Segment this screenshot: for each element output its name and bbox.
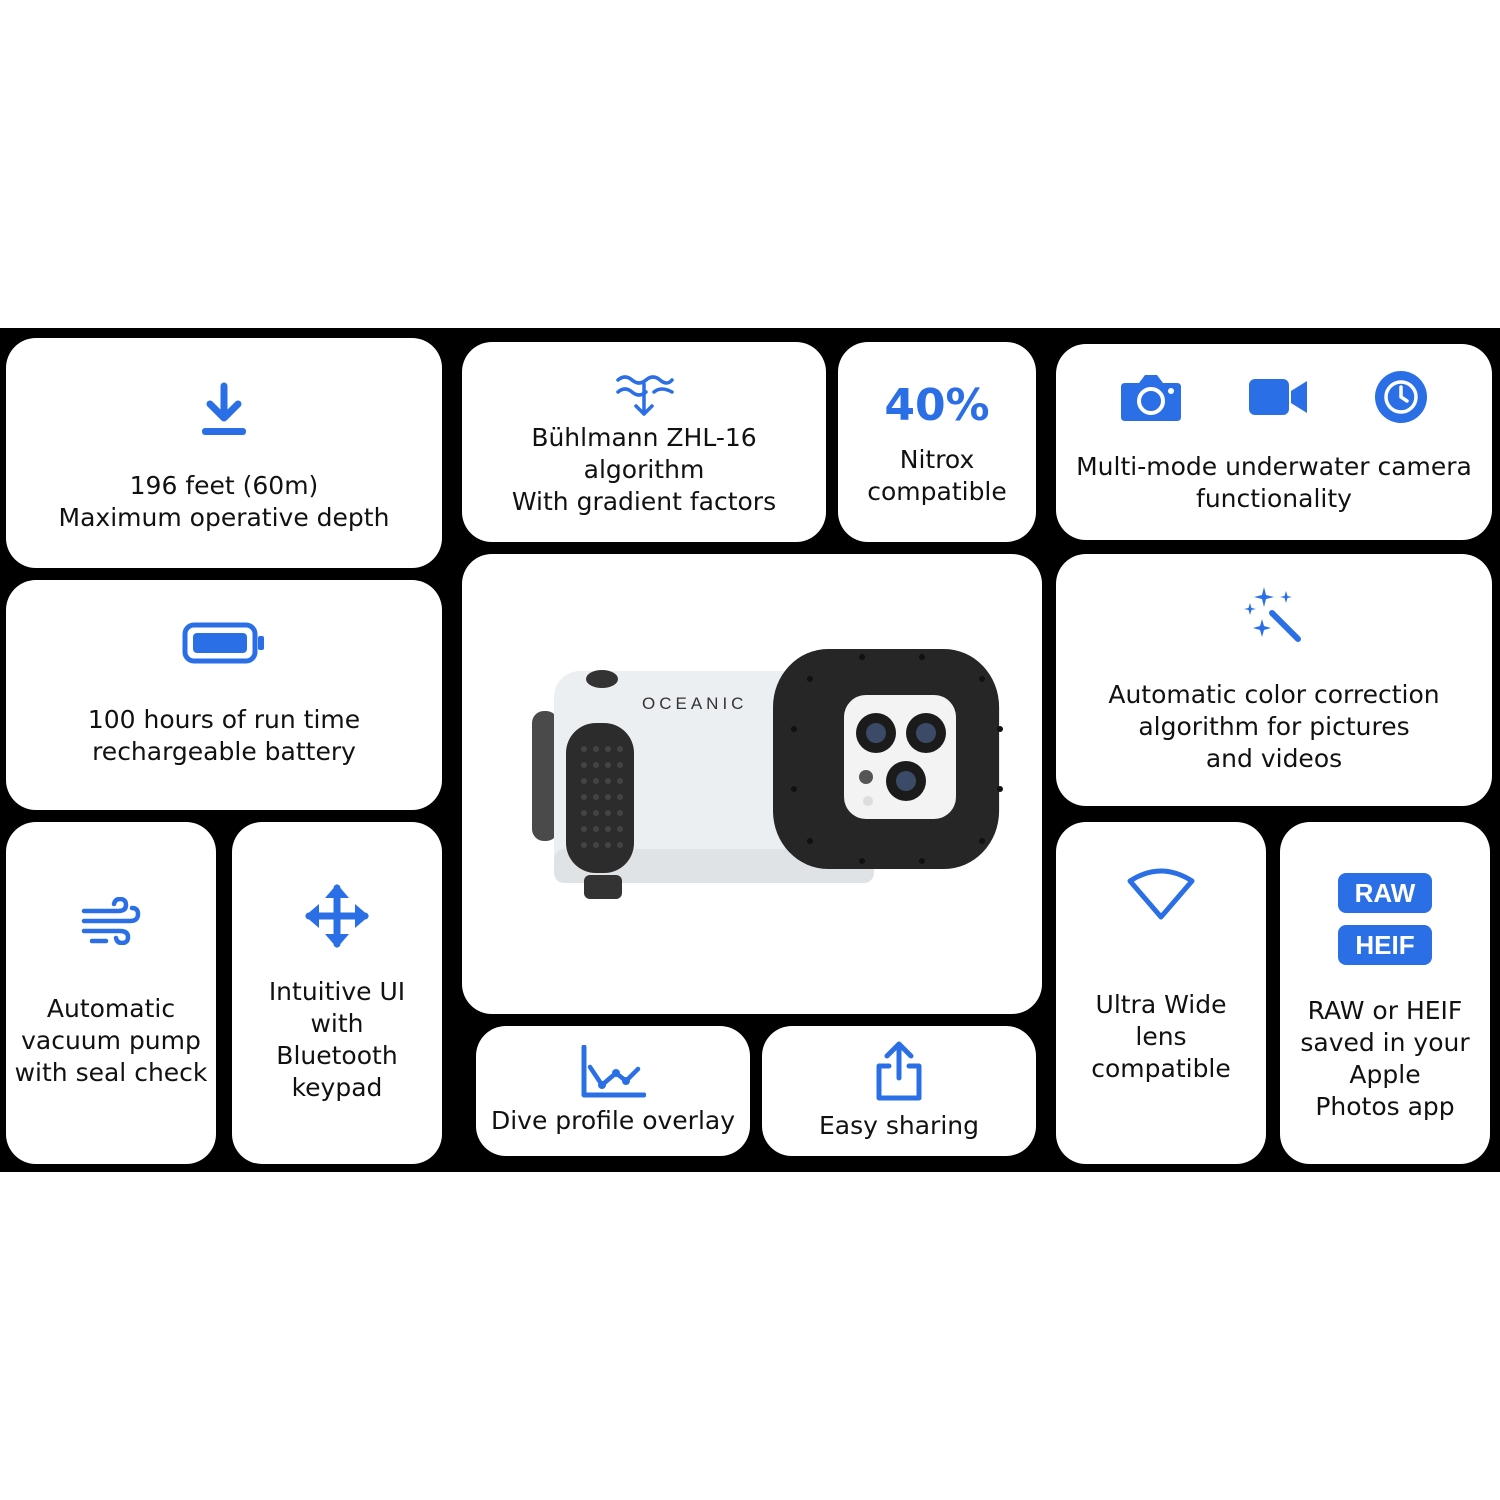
water-pressure-icon [616,375,674,416]
ultra-wide-line1: Ultra Wide [1095,990,1227,1019]
feature-board: 196 feet (60m) Maximum operative depth B… [0,328,1500,1172]
ultra-wide-lens-icon [1127,868,1195,920]
magic-wand-icon [1244,587,1301,642]
camera-mode-icons [1119,369,1429,425]
ui-line3: Bluetooth [276,1041,398,1070]
color-correction-line2: algorithm for pictures [1138,712,1410,741]
algorithm-text: Bühlmann ZHL-16 algorithm With gradient … [512,422,776,518]
algorithm-name: Bühlmann ZHL-16 [531,423,757,452]
color-correction-line3: and videos [1205,744,1343,773]
color-correction-text: Automatic color correction algorithm for… [1108,679,1439,775]
nitrox-text: Nitrox compatible [867,444,1007,508]
ui-line1: Intuitive UI [268,977,406,1006]
color-correction-title: Automatic color correction [1108,680,1440,709]
card-battery: 100 hours of run time rechargeable batte… [6,580,442,810]
card-camera-modes: Multi-mode underwater camera functionali… [1056,344,1492,540]
card-color-correction: Automatic color correction algorithm for… [1056,554,1492,806]
battery-caption: rechargeable battery [92,737,356,766]
ui-line2: with [310,1009,364,1038]
depth-value: 196 feet (60m) [129,471,319,500]
move-arrows-icon [305,884,369,948]
nitrox-caption: compatible [867,477,1007,506]
battery-text: 100 hours of run time rechargeable batte… [88,704,360,768]
ultra-wide-line3: compatible [1091,1054,1231,1083]
ultra-wide-text: Ultra Wide lens compatible [1091,989,1231,1085]
algorithm-label: algorithm [583,455,705,484]
max-depth-text: 196 feet (60m) Maximum operative depth [59,470,390,534]
vacuum-line2: vacuum pump [21,1026,201,1055]
easy-sharing-label: Easy sharing [818,1111,979,1140]
wind-icon [81,897,141,945]
dive-profile-label: Dive profile overlay [490,1106,736,1135]
camera-modes-text: Multi-mode underwater camera functionali… [1076,451,1472,515]
nitrox-percentage: 40% [884,380,990,431]
card-dive-profile: Dive profile overlay [476,1026,750,1156]
share-icon [876,1041,922,1101]
formats-line4: Photos app [1315,1092,1455,1121]
card-vacuum-pump: Automatic vacuum pump with seal check [6,822,216,1164]
formats-line3: Apple [1349,1060,1421,1089]
photo-camera-icon [1121,375,1181,421]
card-raw-heif: RAW HEIF RAW or HEIF saved in your Apple… [1280,822,1490,1164]
raw-badge: RAW [1338,873,1432,913]
dive-profile-chart-icon [581,1045,646,1098]
battery-icon [182,622,264,664]
timer-icon [1375,371,1427,423]
battery-runtime: 100 hours of run time [87,705,361,734]
card-nitrox: 40% Nitrox compatible [838,342,1036,542]
card-easy-sharing: Easy sharing [762,1026,1036,1156]
heif-badge: HEIF [1338,925,1432,965]
algorithm-detail: With gradient factors [511,487,777,516]
camera-modes-caption: functionality [1196,484,1352,513]
vacuum-pump-text: Automatic vacuum pump with seal check [15,993,208,1089]
card-product: OCEANIC [462,554,1042,1014]
intuitive-ui-text: Intuitive UI with Bluetooth keypad [269,976,405,1104]
card-algorithm: Bühlmann ZHL-16 algorithm With gradient … [462,342,826,542]
download-arrow-icon [202,382,246,435]
underwater-housing-image [532,649,1003,899]
card-ultra-wide: Ultra Wide lens compatible [1056,822,1266,1164]
raw-heif-text: RAW or HEIF saved in your Apple Photos a… [1300,995,1469,1123]
depth-caption: Maximum operative depth [58,503,390,532]
vacuum-line3: with seal check [14,1058,208,1087]
vacuum-line1: Automatic [46,994,176,1023]
card-intuitive-ui: Intuitive UI with Bluetooth keypad [232,822,442,1164]
card-max-depth: 196 feet (60m) Maximum operative depth [6,338,442,568]
ultra-wide-line2: lens [1135,1022,1187,1051]
video-camera-icon [1249,379,1307,415]
ui-line4: keypad [291,1073,383,1102]
nitrox-label: Nitrox [899,445,975,474]
camera-modes-title: Multi-mode underwater camera [1076,452,1472,481]
formats-line2: saved in your [1300,1028,1470,1057]
product-brand-label: OCEANIC [642,694,748,713]
formats-line1: RAW or HEIF [1307,996,1463,1025]
